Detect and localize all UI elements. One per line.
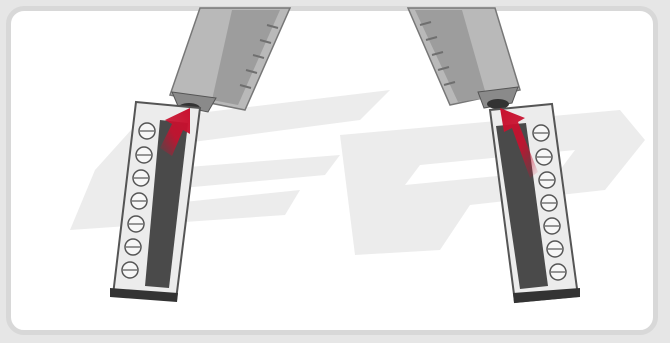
right-cartridge-rollers [532,124,567,281]
left-assembly [110,7,292,302]
left-cartridge [110,100,202,302]
right-cartridge [488,102,580,304]
right-assembly [406,7,580,304]
left-insert-arrow [160,108,190,156]
right-insert-arrow [500,108,538,178]
left-device-body [169,7,292,113]
right-device-body [406,7,521,109]
